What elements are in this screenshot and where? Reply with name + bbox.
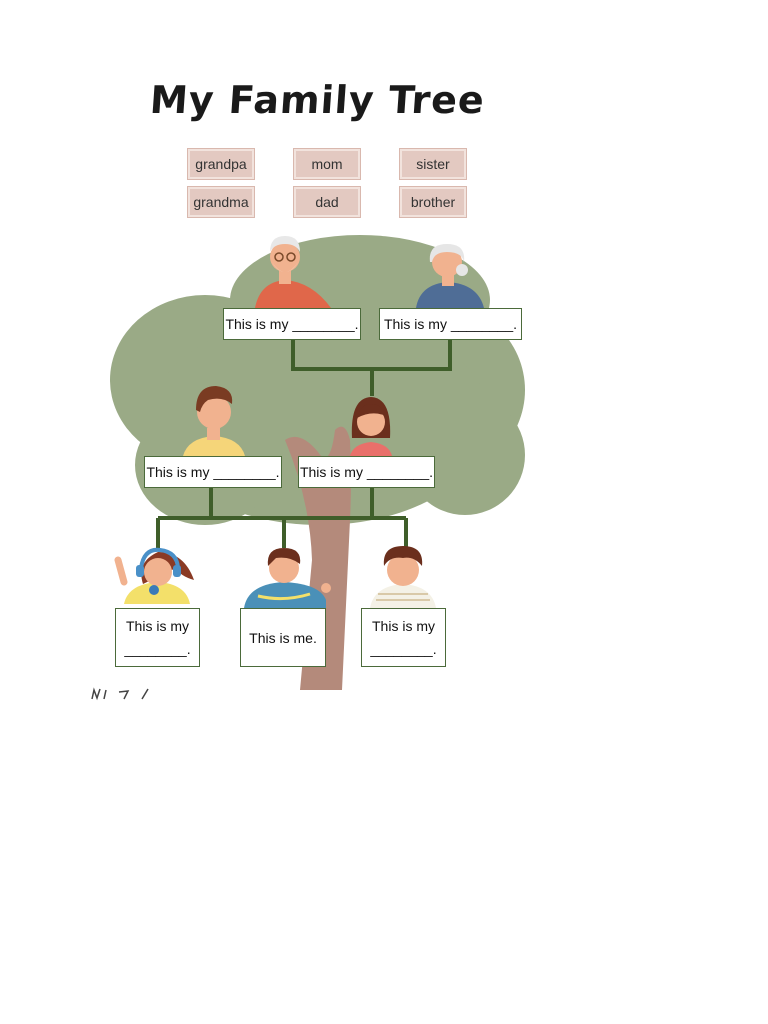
label-grandma[interactable]: This is my ________. [379, 308, 522, 340]
sister-icon [114, 547, 194, 604]
word-chip-dad[interactable]: dad [294, 187, 360, 217]
label-mom[interactable]: This is my ________. [298, 456, 435, 488]
label-sister-line1: This is my [126, 618, 189, 635]
word-chip-mom[interactable]: mom [294, 149, 360, 179]
grandpa-icon [255, 236, 331, 308]
label-grandpa[interactable]: This is my ________. [223, 308, 361, 340]
handwriting-marks [91, 687, 149, 701]
word-chip-sister[interactable]: sister [400, 149, 466, 179]
me-icon [244, 548, 331, 608]
label-brother-line2: ________. [370, 640, 437, 657]
tree-trunk [285, 426, 351, 690]
grandma-icon [416, 244, 484, 308]
tree-connectors [156, 339, 452, 548]
label-brother[interactable]: This is my ________. [361, 608, 446, 667]
mom-icon [350, 397, 392, 456]
label-sister-line2: ________. [124, 640, 191, 657]
label-me: This is me. [240, 608, 326, 667]
word-chip-grandpa[interactable]: grandpa [188, 149, 254, 179]
word-chip-brother[interactable]: brother [400, 187, 466, 217]
label-brother-line1: This is my [372, 618, 435, 635]
label-sister[interactable]: This is my ________. [115, 608, 200, 667]
brother-icon [370, 546, 436, 608]
dad-icon [183, 386, 245, 456]
label-dad[interactable]: This is my ________. [144, 456, 282, 488]
word-chip-grandma[interactable]: grandma [188, 187, 254, 217]
